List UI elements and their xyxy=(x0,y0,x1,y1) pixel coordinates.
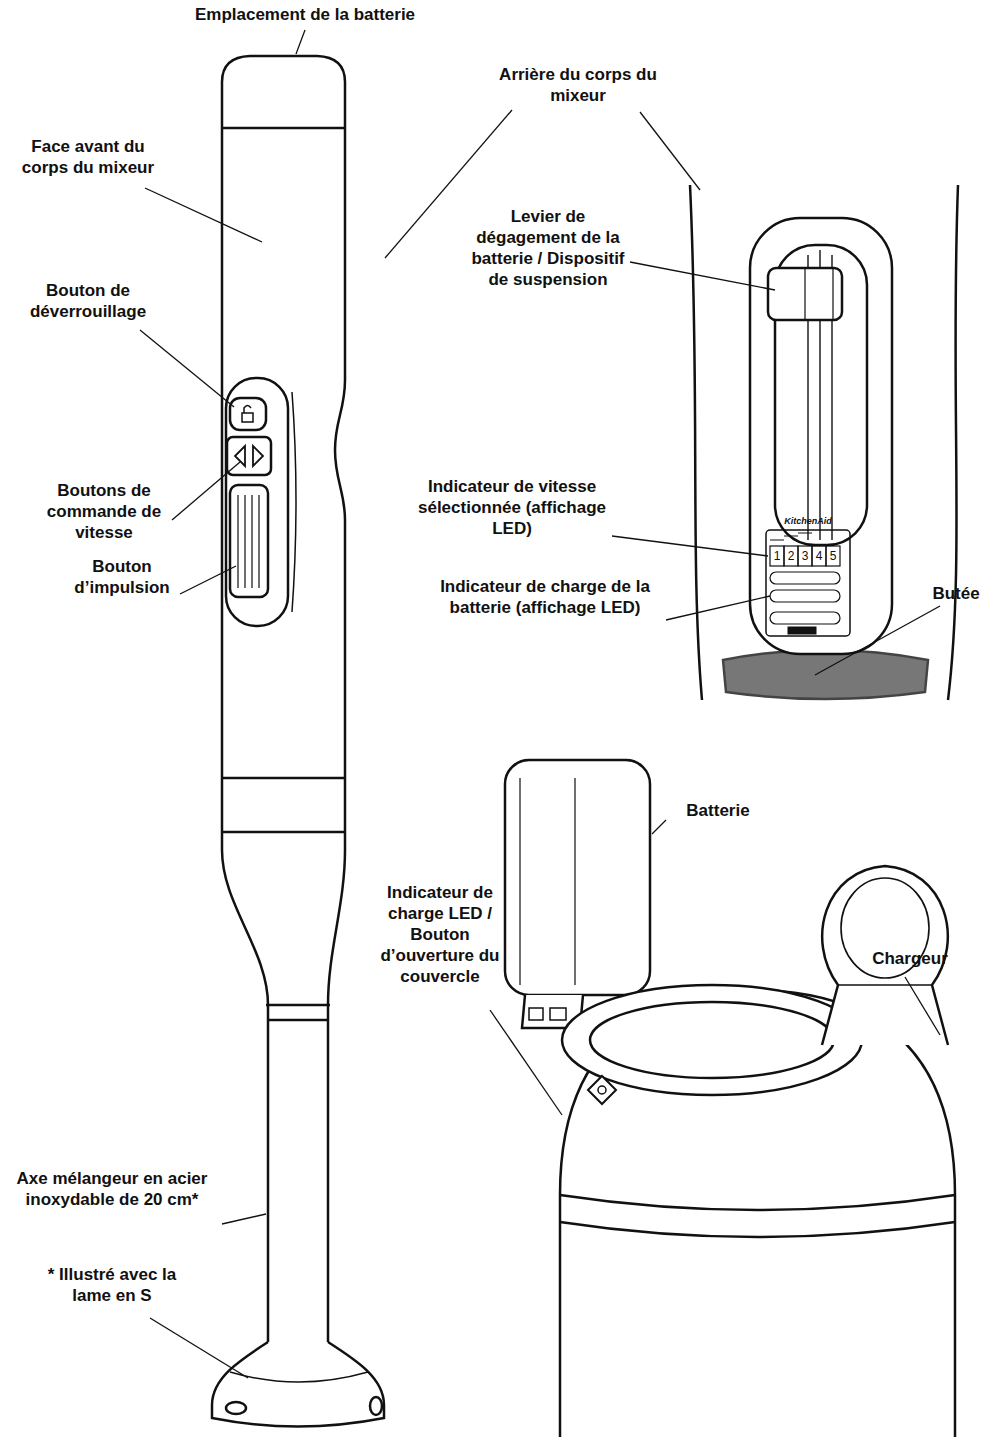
part-label: Indicateur de vitesse sélectionnée (affi… xyxy=(412,476,612,539)
drawing-line xyxy=(630,262,775,290)
speed-number: 3 xyxy=(798,549,812,563)
drawing-path xyxy=(560,1195,955,1210)
drawing-line xyxy=(222,831,345,834)
brand-logo: KitchenAid xyxy=(768,515,848,527)
drawing-rect xyxy=(230,485,268,597)
drawing-line xyxy=(490,1010,562,1115)
drawing-ellipse xyxy=(562,985,862,1095)
drawing-line xyxy=(172,462,240,520)
drawing-rect xyxy=(770,546,784,566)
part-label: Bouton d’impulsion xyxy=(62,556,182,598)
speed-number: 5 xyxy=(826,549,840,563)
part-label: Indicateur de charge LED / Bouton d’ouve… xyxy=(378,882,503,987)
part-label: Indicateur de charge de la batterie (aff… xyxy=(423,576,668,618)
part-label: Levier de dégagement de la batterie / Di… xyxy=(463,206,633,290)
drawing-path xyxy=(222,128,345,832)
part-label: Batterie xyxy=(668,800,768,821)
part-label: Boutons de commande de vitesse xyxy=(37,480,172,543)
drawing-ellipse xyxy=(590,1002,834,1078)
part-label: Chargeur xyxy=(860,948,960,969)
drawing-path xyxy=(244,406,251,414)
drawing-path xyxy=(268,1005,328,1342)
drawing-path xyxy=(212,1342,384,1427)
drawing-line xyxy=(666,596,770,620)
drawing-rect xyxy=(242,413,253,422)
drawing-path xyxy=(222,832,345,1005)
drawing-rect xyxy=(529,1008,543,1020)
drawing-line xyxy=(222,1214,266,1224)
drawing-rect xyxy=(812,546,826,566)
part-label: Arrière du corps du mixeur xyxy=(483,64,673,106)
drawing-rect xyxy=(766,530,850,636)
drawing-line xyxy=(905,977,940,1035)
part-label: Axe mélangeur en acier inoxydable de 20 … xyxy=(12,1168,212,1210)
drawing-rect xyxy=(788,627,816,634)
drawing-rect xyxy=(798,546,812,566)
drawing-rect xyxy=(784,546,798,566)
drawing-line xyxy=(640,112,700,190)
drawing-line xyxy=(150,1318,248,1378)
part-label: * Illustré avec la lame en S xyxy=(27,1264,197,1306)
drawing-line xyxy=(612,536,768,556)
speed-number: 1 xyxy=(770,549,784,563)
drawing-path xyxy=(292,392,296,612)
drawing-circle xyxy=(598,1086,606,1094)
drawing-line xyxy=(140,330,234,407)
drawing-path xyxy=(948,185,958,700)
drawing-line xyxy=(296,30,305,54)
drawing-rect xyxy=(550,1008,566,1020)
drawing-rect xyxy=(770,572,840,584)
drawing-rect xyxy=(230,398,266,430)
drawing-ellipse xyxy=(370,1397,382,1415)
drawing-line xyxy=(222,777,345,780)
drawing-path xyxy=(770,533,812,540)
drawing-path xyxy=(238,495,259,588)
speed-number: 2 xyxy=(784,549,798,563)
part-label: Butée xyxy=(921,583,991,604)
blender-back xyxy=(690,185,958,700)
drawing-path xyxy=(805,268,833,320)
drawing-path xyxy=(520,778,575,985)
drawing-rect xyxy=(750,218,892,654)
drawing-rect xyxy=(227,437,271,475)
blender-front xyxy=(212,56,384,1427)
drawing-line xyxy=(815,606,940,675)
drawing-rect xyxy=(768,268,842,320)
part-label: Face avant du corps du mixeur xyxy=(8,136,168,178)
drawing-line xyxy=(268,1019,328,1022)
drawing-line xyxy=(145,188,262,242)
drawing-rect xyxy=(770,590,840,602)
drawing-rect xyxy=(826,546,840,566)
battery-pack xyxy=(505,760,650,1028)
part-label: Bouton de déverrouillage xyxy=(16,280,161,322)
drawing-line xyxy=(652,820,666,834)
drawing-path xyxy=(230,1372,368,1382)
leader-lines xyxy=(140,30,940,1378)
drawing-path xyxy=(838,984,932,986)
drawing-line xyxy=(180,566,236,594)
drawing-ellipse xyxy=(226,1402,246,1414)
drawing-line xyxy=(222,127,345,130)
speed-number: 4 xyxy=(812,549,826,563)
drawing-path xyxy=(690,185,702,700)
drawing-rect xyxy=(226,378,288,626)
drawing-path xyxy=(723,650,928,699)
drawing-line xyxy=(266,1004,330,1007)
part-label: Emplacement de la batterie xyxy=(140,4,470,25)
drawing-path xyxy=(588,1076,616,1104)
drawing-path xyxy=(222,56,345,128)
drawing-rect xyxy=(505,760,650,995)
drawing-rect xyxy=(770,612,840,624)
drawing-path xyxy=(560,1222,955,1237)
